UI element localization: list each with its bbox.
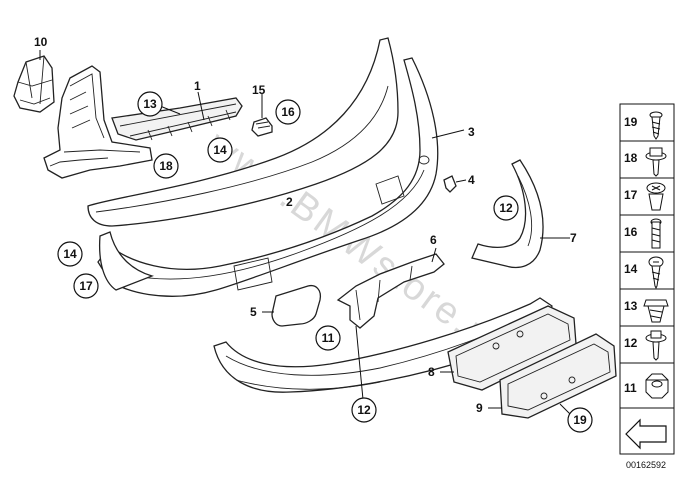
callout-4: 4	[468, 173, 475, 187]
svg-text:17: 17	[79, 279, 93, 293]
legend-row-18: 18	[624, 147, 667, 177]
callout-2: 2	[286, 195, 293, 209]
clip-nut-icon	[643, 299, 669, 323]
callout-3: 3	[468, 125, 475, 139]
self-tapping-screw-icon	[648, 256, 664, 290]
svg-text:18: 18	[159, 159, 173, 173]
svg-text:6: 6	[430, 233, 437, 247]
callout-16: 16	[275, 99, 301, 125]
callout-12a: 12	[493, 195, 519, 221]
collar-screw-icon	[645, 147, 667, 177]
part-5-cap[interactable]	[271, 284, 322, 327]
svg-text:8: 8	[428, 365, 435, 379]
callout-19: 19	[567, 407, 593, 433]
callout-12b: 12	[351, 397, 377, 423]
legend-row-16: 16	[624, 218, 662, 249]
svg-text:16: 16	[281, 105, 295, 119]
callout-7: 7	[570, 231, 577, 245]
svg-text:12: 12	[499, 201, 513, 215]
svg-text:3: 3	[468, 125, 475, 139]
hex-nut-icon	[645, 373, 669, 399]
part-7-end-piece[interactable]	[471, 159, 544, 269]
legend-row-14: 14	[624, 256, 664, 290]
callout-10: 10	[34, 35, 48, 49]
expanding-rivet-icon	[646, 182, 666, 211]
svg-text:13: 13	[143, 97, 157, 111]
callout-15: 15	[252, 83, 266, 97]
leader-lines	[39, 50, 577, 421]
svg-text:11: 11	[322, 331, 335, 345]
callout-8: 8	[428, 365, 435, 379]
svg-text:12: 12	[624, 336, 638, 350]
svg-text:10: 10	[34, 35, 48, 49]
callout-6: 6	[430, 233, 437, 247]
svg-text:18: 18	[624, 151, 638, 165]
callout-11: 11	[315, 325, 341, 351]
part-6-bracket[interactable]	[336, 253, 445, 329]
part-15-clip[interactable]	[251, 117, 273, 137]
svg-text:14: 14	[624, 262, 638, 276]
callout-5: 5	[250, 305, 257, 319]
part-14-side-piece[interactable]	[98, 231, 154, 291]
reference-number: 00162592	[626, 460, 666, 470]
svg-text:15: 15	[252, 83, 266, 97]
direction-arrow-icon	[625, 418, 667, 450]
svg-text:12: 12	[357, 403, 371, 417]
svg-text:13: 13	[624, 299, 638, 313]
fastener-legend: 19 18 17 16	[619, 103, 675, 455]
svg-text:14: 14	[63, 247, 77, 261]
svg-text:11: 11	[624, 381, 637, 395]
svg-text:2: 2	[286, 195, 293, 209]
legend-row-11: 11	[624, 373, 669, 399]
svg-text:5: 5	[250, 305, 257, 319]
svg-text:16: 16	[624, 225, 638, 239]
legend-row-17: 17	[624, 182, 666, 211]
part-10-bracket[interactable]	[13, 55, 55, 113]
legend-row-19: 19	[624, 111, 663, 140]
washer-screw-icon	[645, 330, 667, 361]
callout-14b: 14	[57, 241, 83, 267]
part-3-upper-trim[interactable]	[87, 37, 399, 227]
svg-text:7: 7	[570, 231, 577, 245]
svg-text:14: 14	[213, 143, 227, 157]
svg-text:19: 19	[624, 115, 638, 129]
svg-text:4: 4	[468, 173, 475, 187]
part-18-carrier[interactable]	[43, 65, 153, 179]
svg-text:19: 19	[573, 413, 587, 427]
part-1-absorber[interactable]	[111, 97, 243, 141]
svg-text:17: 17	[624, 188, 638, 202]
part-4-clip[interactable]	[443, 175, 457, 193]
part-9-plate-bracket[interactable]	[499, 333, 617, 419]
svg-text:9: 9	[476, 401, 483, 415]
legend-row-12: 12	[624, 330, 667, 361]
bolt-icon	[650, 218, 662, 249]
callout-18: 18	[153, 153, 179, 179]
svg-text:1: 1	[194, 79, 201, 93]
legend-row-13: 13	[624, 299, 669, 323]
callout-1: 1	[194, 79, 201, 93]
callout-9: 9	[476, 401, 483, 415]
callout-13: 13	[137, 91, 163, 117]
callout-14a: 14	[207, 137, 233, 163]
screw-icon	[649, 111, 663, 140]
callout-17: 17	[73, 273, 99, 299]
